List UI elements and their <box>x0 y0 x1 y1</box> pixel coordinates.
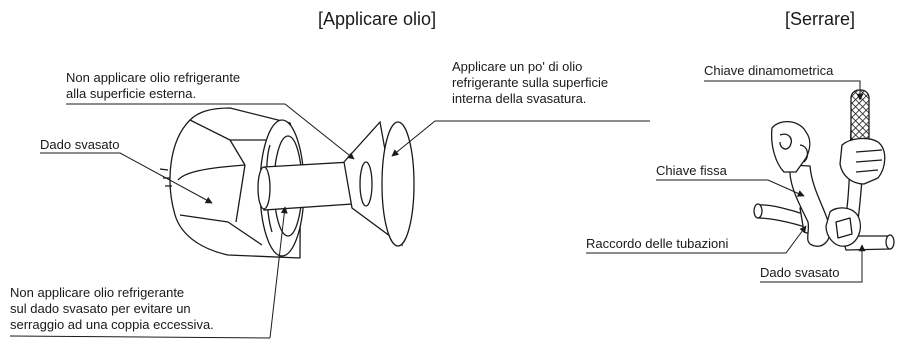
leader-lines-right <box>586 80 866 283</box>
apply-oil-heading: [Applicare olio] <box>318 9 437 29</box>
leader-apply-inner <box>391 120 650 157</box>
flare-nut-left-label: Dado svasato <box>40 137 120 152</box>
wrench-assembly <box>753 89 895 251</box>
leader-torque-wrench <box>704 80 864 101</box>
leader-flare-nut-left <box>40 152 213 204</box>
torque-wrench-label: Chiave dinamometrica <box>704 63 834 78</box>
copper-pipe <box>257 161 353 211</box>
leader-pipe-union <box>586 225 807 254</box>
no-oil-nut-label: Non applicare olio refrigerante sul dado… <box>10 285 214 332</box>
leader-fixed-wrench <box>656 179 805 197</box>
leader-flare-nut-right <box>760 244 866 283</box>
leader-no-oil-nut <box>269 206 288 339</box>
fixed-wrench <box>789 164 831 247</box>
flare-nut-right-label: Dado svasato <box>760 265 840 280</box>
fixed-wrench-label: Chiave fissa <box>656 163 727 178</box>
tighten-heading: [Serrare] <box>785 9 856 29</box>
leader-no-oil-outer <box>66 103 355 160</box>
leader-lines-left <box>9 103 650 339</box>
no-oil-outer-label: Non applicare olio refrigerante alla sup… <box>66 70 241 101</box>
flare-cone <box>343 120 415 247</box>
pipe-union-label: Raccordo delle tubazioni <box>586 236 729 251</box>
apply-inner-label: Applicare un po' di olio refrigerante su… <box>452 59 609 106</box>
